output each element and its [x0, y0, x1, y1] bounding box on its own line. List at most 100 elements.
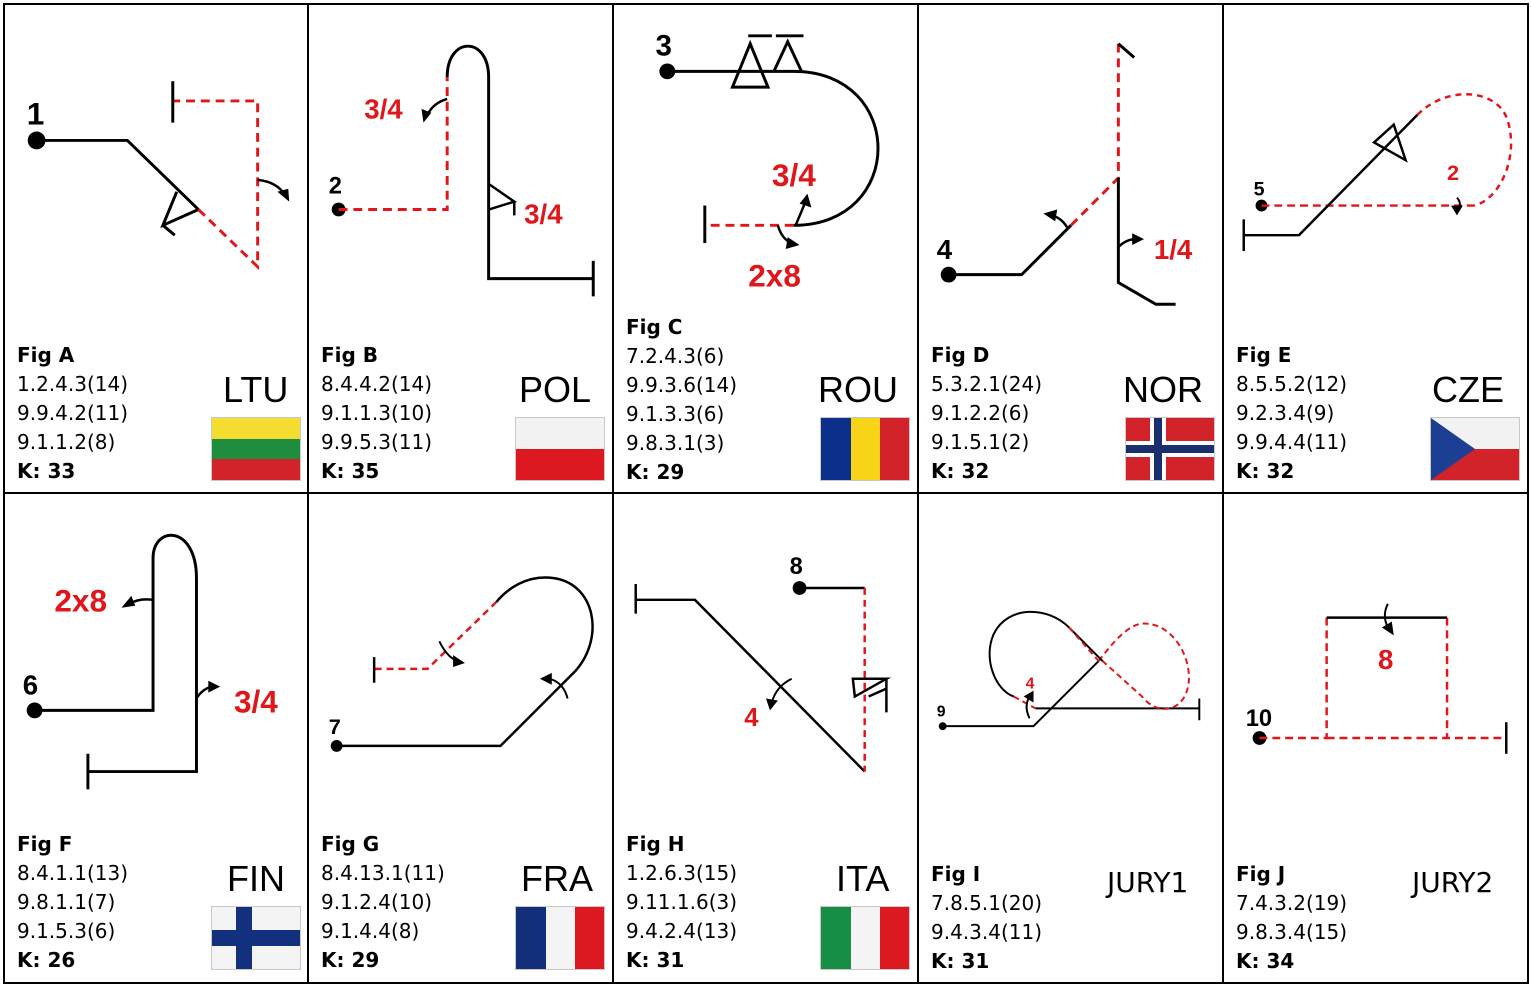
jury-label: JURY1	[1107, 866, 1189, 899]
roll-arrow-head	[765, 698, 778, 711]
figure-code: 9.1.2.2(6)	[931, 401, 1030, 425]
figure-code: 9.8.3.4(15)	[1236, 920, 1348, 944]
roll-arrow	[426, 97, 448, 116]
figure-code: 7.8.5.1(20)	[931, 891, 1043, 915]
flag-finland	[211, 906, 301, 970]
roll-arrow-head	[1451, 205, 1463, 216]
figure-code: 9.9.5.3(11)	[321, 430, 433, 454]
roll-arrow-head	[277, 188, 290, 202]
k-factor: K: 33	[17, 459, 76, 483]
figure-code: 9.2.3.4(9)	[1236, 401, 1335, 425]
solid-path	[635, 598, 866, 773]
start-number: 4	[937, 234, 953, 265]
figure-card-f: 6 2x8 3/4 Fig F 8.4.1.1(13) 9.8.1.1(7) 9…	[3, 492, 309, 984]
start-number: 1	[27, 96, 45, 132]
aerobatic-diagram-b: 2 3/4 3/4	[329, 44, 595, 297]
figure-title: Fig E	[1236, 343, 1292, 367]
solid-path	[988, 610, 1104, 698]
rotation-label: 3/4	[524, 198, 563, 229]
end-tick	[1117, 42, 1136, 59]
k-factor: K: 32	[1236, 459, 1295, 483]
snap-roll-triangle	[772, 34, 804, 72]
solid-path	[36, 138, 200, 211]
roll-arrow-head	[799, 193, 812, 208]
start-dot	[331, 202, 346, 217]
roll-arrow	[794, 201, 807, 226]
aerobatic-diagram-e: 5 2	[1242, 93, 1513, 251]
start-number: 7	[329, 714, 341, 739]
k-factor: K: 29	[626, 460, 685, 484]
jury-label: JURY2	[1412, 866, 1494, 899]
figure-title: Fig C	[626, 315, 683, 339]
figure-card-h: 8 4 Fig H 1.2.6.3(15) 9.11.1.6(3) 9.4.2.…	[612, 492, 919, 984]
dashed-path	[1416, 93, 1513, 207]
aerobatic-diagram-g: 7	[329, 576, 594, 752]
aerobatic-diagram-j: 10 8	[1246, 603, 1508, 754]
figure-code: 9.1.5.3(6)	[17, 919, 116, 943]
k-factor: K: 32	[931, 459, 990, 483]
flag-france	[515, 906, 605, 970]
figure-info: Fig C 7.2.4.3(6) 9.9.3.6(14) 9.1.3.3(6) …	[626, 313, 737, 487]
figure-title: Fig H	[626, 832, 685, 856]
roll-arrow-head	[421, 108, 432, 123]
flag-romania	[820, 417, 910, 481]
figure-code: 8.4.1.1(13)	[17, 861, 129, 885]
dashed-path	[1097, 622, 1190, 710]
flag-norway	[1125, 417, 1215, 481]
solid-path	[1116, 177, 1176, 306]
figure-code: 7.2.4.3(6)	[626, 344, 725, 368]
figure-info: Fig G 8.4.13.1(11) 9.1.2.4(10) 9.1.4.4(8…	[321, 830, 445, 975]
roll-arrow-head	[208, 680, 221, 693]
figure-info: Fig I 7.8.5.1(20) 9.4.3.4(11) K: 31	[931, 860, 1042, 976]
aerobatic-diagram-i: 9 4	[937, 610, 1201, 731]
figure-card-d: 4 1/4 Fig D 5.3.2.1(24) 9.1.2.2(6) 9.1.5…	[917, 3, 1224, 494]
start-number: 5	[1254, 179, 1265, 201]
roll-arrow-head	[539, 672, 552, 685]
figure-card-e: 5 2 Fig E 8.5.5.2(12) 9.2.3.4(9) 9.9.4.4…	[1222, 3, 1529, 494]
figure-code: 9.8.3.1(3)	[626, 431, 725, 455]
start-number: 2	[329, 174, 342, 200]
figure-code: 5.3.2.1(24)	[931, 372, 1043, 396]
aerobatic-diagram-a: 1	[27, 81, 290, 271]
start-number: 9	[937, 703, 946, 720]
country-code: POL	[519, 369, 592, 410]
solid-path	[667, 69, 880, 227]
rotation-label: 3/4	[364, 94, 403, 125]
aerobatic-diagram-h: 8 4	[634, 554, 892, 773]
figure-info: Fig A 1.2.4.3(14) 9.9.4.2(11) 9.1.1.2(8)…	[17, 341, 128, 486]
figure-code: 8.4.4.2(14)	[321, 372, 433, 396]
k-factor: K: 29	[321, 948, 380, 972]
k-factor: K: 31	[931, 949, 990, 973]
flag-italy	[820, 906, 910, 970]
rotation-label: 1/4	[1154, 234, 1193, 265]
figure-title: Fig B	[321, 343, 379, 367]
figure-card-b: 2 3/4 3/4 Fig B 8.4.4.2(14) 9.1.1.3(10) …	[307, 3, 614, 494]
figure-info: Fig B 8.4.4.2(14) 9.1.1.3(10) 9.9.5.3(11…	[321, 341, 432, 486]
start-number: 6	[23, 670, 38, 701]
figure-code: 9.9.4.2(11)	[17, 401, 129, 425]
k-factor: K: 31	[626, 948, 685, 972]
snap-roll-triangle	[487, 182, 518, 216]
rotation-label: 2x8	[748, 257, 801, 293]
figure-code: 8.5.5.2(12)	[1236, 372, 1348, 396]
figure-title: Fig F	[17, 832, 73, 856]
solid-path	[495, 576, 594, 694]
roll-arrow-head	[121, 595, 136, 608]
solid-path	[445, 44, 594, 281]
figure-card-j: 10 8 Fig J 7.4.3.2(19) 9.8.3.4(15) K: 34…	[1222, 492, 1529, 984]
solid-path	[336, 691, 555, 748]
figure-code: 1.2.6.3(15)	[626, 861, 738, 885]
figure-title: Fig G	[321, 832, 380, 856]
figure-card-i: 9 4 Fig I 7.8.5.1(20) 9.4.3.4(11) K: 31 …	[917, 492, 1224, 984]
figure-info: Fig J 7.4.3.2(19) 9.8.3.4(15) K: 34	[1236, 860, 1347, 976]
roll-arrow-head	[1381, 621, 1394, 636]
roll-arrow-head	[1132, 233, 1145, 246]
figure-code: 9.1.5.1(2)	[931, 430, 1030, 454]
figure-card-g: 7 Fig G 8.4.13.1(11) 9.1.2.4(10) 9.1.4.4…	[307, 492, 614, 984]
figure-info: Fig E 8.5.5.2(12) 9.2.3.4(9) 9.9.4.4(11)…	[1236, 341, 1347, 486]
k-factor: K: 26	[17, 948, 76, 972]
country-code: FRA	[521, 858, 593, 899]
figure-info: Fig F 8.4.1.1(13) 9.8.1.1(7) 9.1.5.3(6) …	[17, 830, 128, 975]
figure-code: 9.1.2.4(10)	[321, 890, 433, 914]
